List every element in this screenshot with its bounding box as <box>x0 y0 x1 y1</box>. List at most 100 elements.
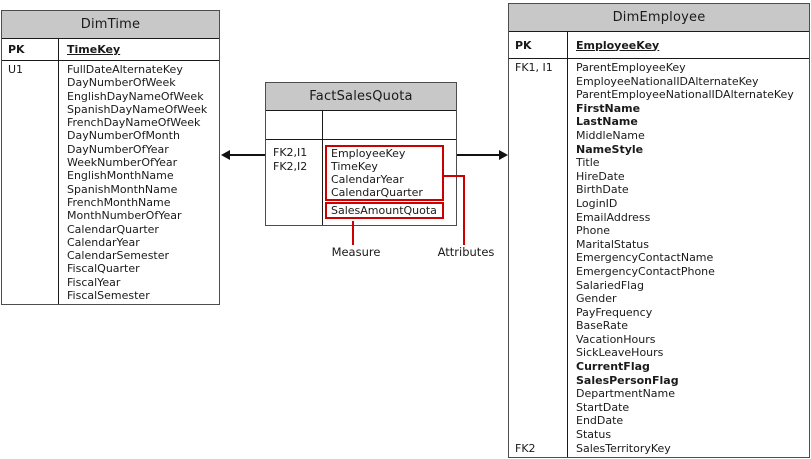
key-cell-label <box>515 292 567 306</box>
attribute-name: MaritalStatus <box>576 237 649 251</box>
attribute-name: DepartmentName <box>576 387 676 401</box>
table-dimemployee-pk-row: PK EmployeeKey <box>509 32 809 59</box>
attributes-connector-line-horizontal <box>444 175 465 177</box>
attribute-name: LastName <box>576 115 638 129</box>
key-cell-label: U1 <box>8 63 24 76</box>
attribute-name: CalendarYear <box>331 173 404 186</box>
attribute-name: EmailAddress <box>576 210 651 224</box>
table-factsalesquota-title: FactSalesQuota <box>266 83 456 111</box>
attribute-name: SalesTerritoryKey <box>576 441 671 455</box>
attribute-name: EmployeeKey <box>331 147 406 160</box>
key-cell-label <box>8 103 58 116</box>
key-cell-label <box>515 319 567 333</box>
attribute-name: HireDate <box>576 169 625 183</box>
attribute-name: FiscalSemester <box>67 289 150 303</box>
key-cell-label <box>515 251 567 265</box>
key-cell-label <box>515 170 567 184</box>
table-factsalesquota-empty-pk-row <box>266 111 456 140</box>
key-cell-label <box>515 279 567 293</box>
attribute-name: Status <box>576 428 612 442</box>
key-cell-label <box>8 183 58 196</box>
key-cell-label: FK1, I1 <box>515 61 553 74</box>
attribute-name: FiscalQuarter <box>67 262 140 276</box>
attribute-name: FrenchMonthName <box>67 195 171 209</box>
attribute-name: FullDateAlternateKey <box>67 63 183 76</box>
key-column: U1 <box>2 61 59 304</box>
attribute-name: EmergencyContactName <box>576 251 714 265</box>
attribute-name: FirstName <box>576 101 641 115</box>
key-cell-label <box>8 76 58 89</box>
attribute-name: SickLeaveHours <box>576 346 664 360</box>
key-cell-label <box>8 156 58 169</box>
attribute-name: DayNumberOfWeek <box>67 76 176 90</box>
key-cell-label <box>515 428 567 442</box>
attribute-name: TimeKey <box>331 160 378 173</box>
attribute-name: CalendarYear <box>67 235 140 249</box>
measure-label: Measure <box>331 245 381 259</box>
attribute-name: StartDate <box>576 400 630 414</box>
attribute-name: ParentEmployeeKey <box>576 61 686 74</box>
attribute-name: PayFrequency <box>576 305 653 319</box>
attribute-name: MonthNumberOfYear <box>67 209 182 223</box>
key-cell-label <box>515 156 567 170</box>
key-cell-label <box>515 197 567 211</box>
attribute-name: CalendarSemester <box>67 249 170 263</box>
key-cell-label <box>515 88 567 102</box>
key-cell-label <box>515 333 567 347</box>
key-cell-label <box>515 360 567 374</box>
attribute-name: NameStyle <box>576 142 644 156</box>
attribute-name: FK2,I1 <box>273 146 308 159</box>
relationship-line-dimemployee <box>457 154 499 156</box>
attribute-name: EmergencyContactPhone <box>576 264 715 278</box>
table-dimtime-title: DimTime <box>2 11 219 39</box>
attributes-connector-line-vertical <box>463 175 465 245</box>
arrowhead-right-icon <box>499 150 508 160</box>
empty-key-cell <box>266 111 323 139</box>
attribute-name: MiddleName <box>576 128 645 142</box>
attribute-name: SalesPersonFlag <box>576 373 679 387</box>
pk-column-name: EmployeeKey <box>576 38 660 52</box>
attribute-name: Gender <box>576 292 617 306</box>
key-cell-label <box>8 249 58 262</box>
key-cell-label <box>515 401 567 415</box>
attribute-name: EmployeeNationalIDAlternateKey <box>576 74 759 88</box>
key-cell-label <box>8 209 58 222</box>
table-dimtime: DimTime PK TimeKey U1 FullDateAlternateK… <box>1 10 220 305</box>
attribute-name: SpanishDayNameOfWeek <box>67 102 208 116</box>
measure-highlight-box: SalesAmountQuota <box>325 202 444 219</box>
key-cell-label <box>515 387 567 401</box>
attribute-name: DayNumberOfYear <box>67 142 169 156</box>
key-cell-label <box>515 414 567 428</box>
pk-label: PK <box>2 39 59 60</box>
key-cell-label <box>8 196 58 209</box>
key-cell-label <box>515 346 567 360</box>
pk-column-name: TimeKey <box>67 43 121 56</box>
key-cell-label <box>515 211 567 225</box>
attribute-name: FiscalYear <box>67 275 121 289</box>
attribute-name: CurrentFlag <box>576 360 650 374</box>
attribute-name: BaseRate <box>576 319 629 333</box>
key-cell-label <box>8 116 58 129</box>
attribute-name: DayNumberOfMonth <box>67 129 180 143</box>
key-cell-label <box>515 129 567 143</box>
key-cell-label <box>8 223 58 236</box>
relationship-line-dimtime <box>230 154 265 156</box>
attribute-name: WeekNumberOfYear <box>67 156 178 170</box>
table-dimtime-pk-row: PK TimeKey <box>2 39 219 61</box>
attribute-name: SalesAmountQuota <box>331 204 437 217</box>
attribute-name: BirthDate <box>576 183 629 197</box>
key-cell-label <box>515 306 567 320</box>
attribute-name: LoginID <box>576 196 618 210</box>
key-cell-label <box>515 75 567 89</box>
attribute-name: EnglishDayNameOfWeek <box>67 89 204 103</box>
key-cell-label <box>8 276 58 289</box>
